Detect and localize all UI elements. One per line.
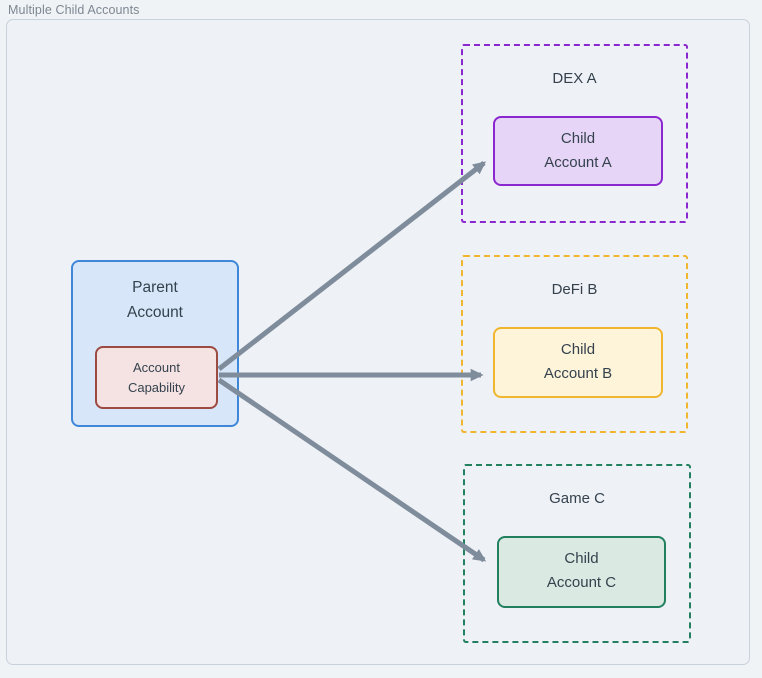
dex-a-label: DEX A: [552, 70, 597, 87]
parent-account-node: Parent Account Account Capability: [71, 260, 239, 427]
capability-label-line1: Account: [133, 360, 180, 375]
game-c-label: Game C: [549, 490, 605, 507]
parent-label-line2: Account: [126, 304, 183, 321]
service-group-dex-a: DEX A Child Account A: [461, 44, 688, 223]
child-c-line1: Child: [564, 550, 599, 567]
capability-label-line2: Capability: [127, 379, 186, 395]
diagram-container: Parent Account Account Capability DEX A …: [6, 19, 750, 665]
child-a-line1: Child: [560, 130, 596, 147]
child-b-line2: Account B: [543, 365, 613, 382]
child-account-b-node: Child Account B: [493, 327, 663, 398]
parent-label-line1: Parent: [132, 279, 178, 296]
service-group-game-c: Game C Child Account C: [463, 464, 691, 643]
parent-account-label: Parent Account: [73, 275, 237, 325]
child-c-line2: Account C: [546, 574, 617, 591]
account-capability-node: Account Capability: [95, 346, 218, 409]
dex-a-dashed-border: [461, 44, 688, 223]
child-a-line2: Account A: [544, 154, 612, 171]
service-group-defi-b: DeFi B Child Account B: [461, 255, 688, 433]
child-account-a-node: Child Account A: [493, 116, 663, 186]
page-title: Multiple Child Accounts: [8, 3, 140, 17]
defi-b-label: DeFi B: [551, 281, 598, 298]
child-b-line1: Child: [560, 341, 596, 358]
child-account-c-node: Child Account C: [497, 536, 666, 608]
